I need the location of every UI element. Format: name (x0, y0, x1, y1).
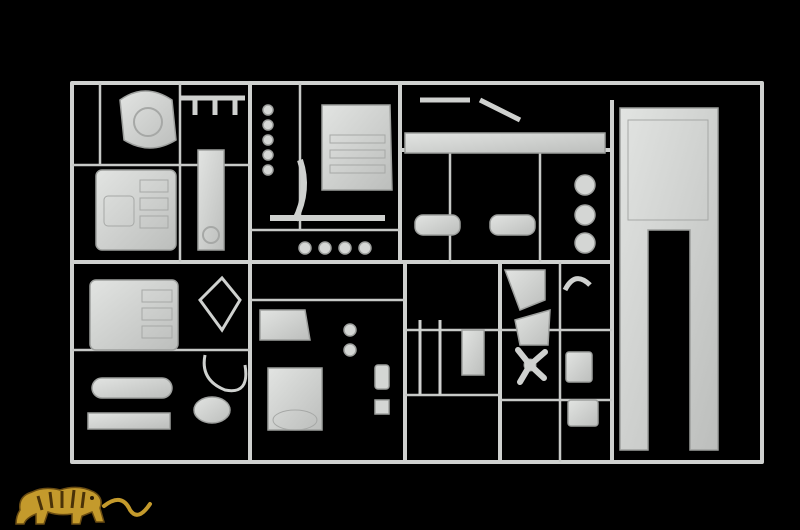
muffler-part-left (414, 214, 461, 236)
exhaust-pipe-part (420, 97, 522, 123)
bracket-part-tall (197, 149, 225, 251)
disc-row-part (298, 241, 372, 255)
hose-loop-part (198, 275, 248, 393)
pipe-part (270, 159, 385, 222)
rods-part (418, 320, 442, 395)
small-parts-column (343, 323, 390, 415)
battery-part (567, 399, 599, 427)
seat-part (259, 309, 311, 341)
oval-cover-part (193, 396, 231, 424)
wheel-row-part (262, 104, 274, 176)
hook-part (562, 276, 592, 292)
sprue-frame (70, 81, 764, 464)
tiger-logo (15, 486, 152, 525)
engine-dome-part (119, 90, 177, 149)
box-part (565, 351, 593, 383)
spring-part (461, 329, 485, 376)
engine-block-part-upper (95, 169, 177, 251)
wheel-stack-part (574, 174, 596, 254)
panel-part-diagonal (503, 269, 551, 346)
radiator-housing-part (321, 104, 393, 191)
strip-part (87, 412, 171, 430)
long-bar-part (404, 132, 606, 154)
fan-part (515, 347, 548, 385)
cylinder-part (91, 377, 173, 399)
housing-part-bottom (267, 367, 323, 431)
engine-block-part-lower (89, 279, 179, 351)
exhaust-manifold-part (180, 95, 245, 115)
muffler-part-right (489, 214, 536, 236)
chassis-frame-part (619, 107, 719, 451)
